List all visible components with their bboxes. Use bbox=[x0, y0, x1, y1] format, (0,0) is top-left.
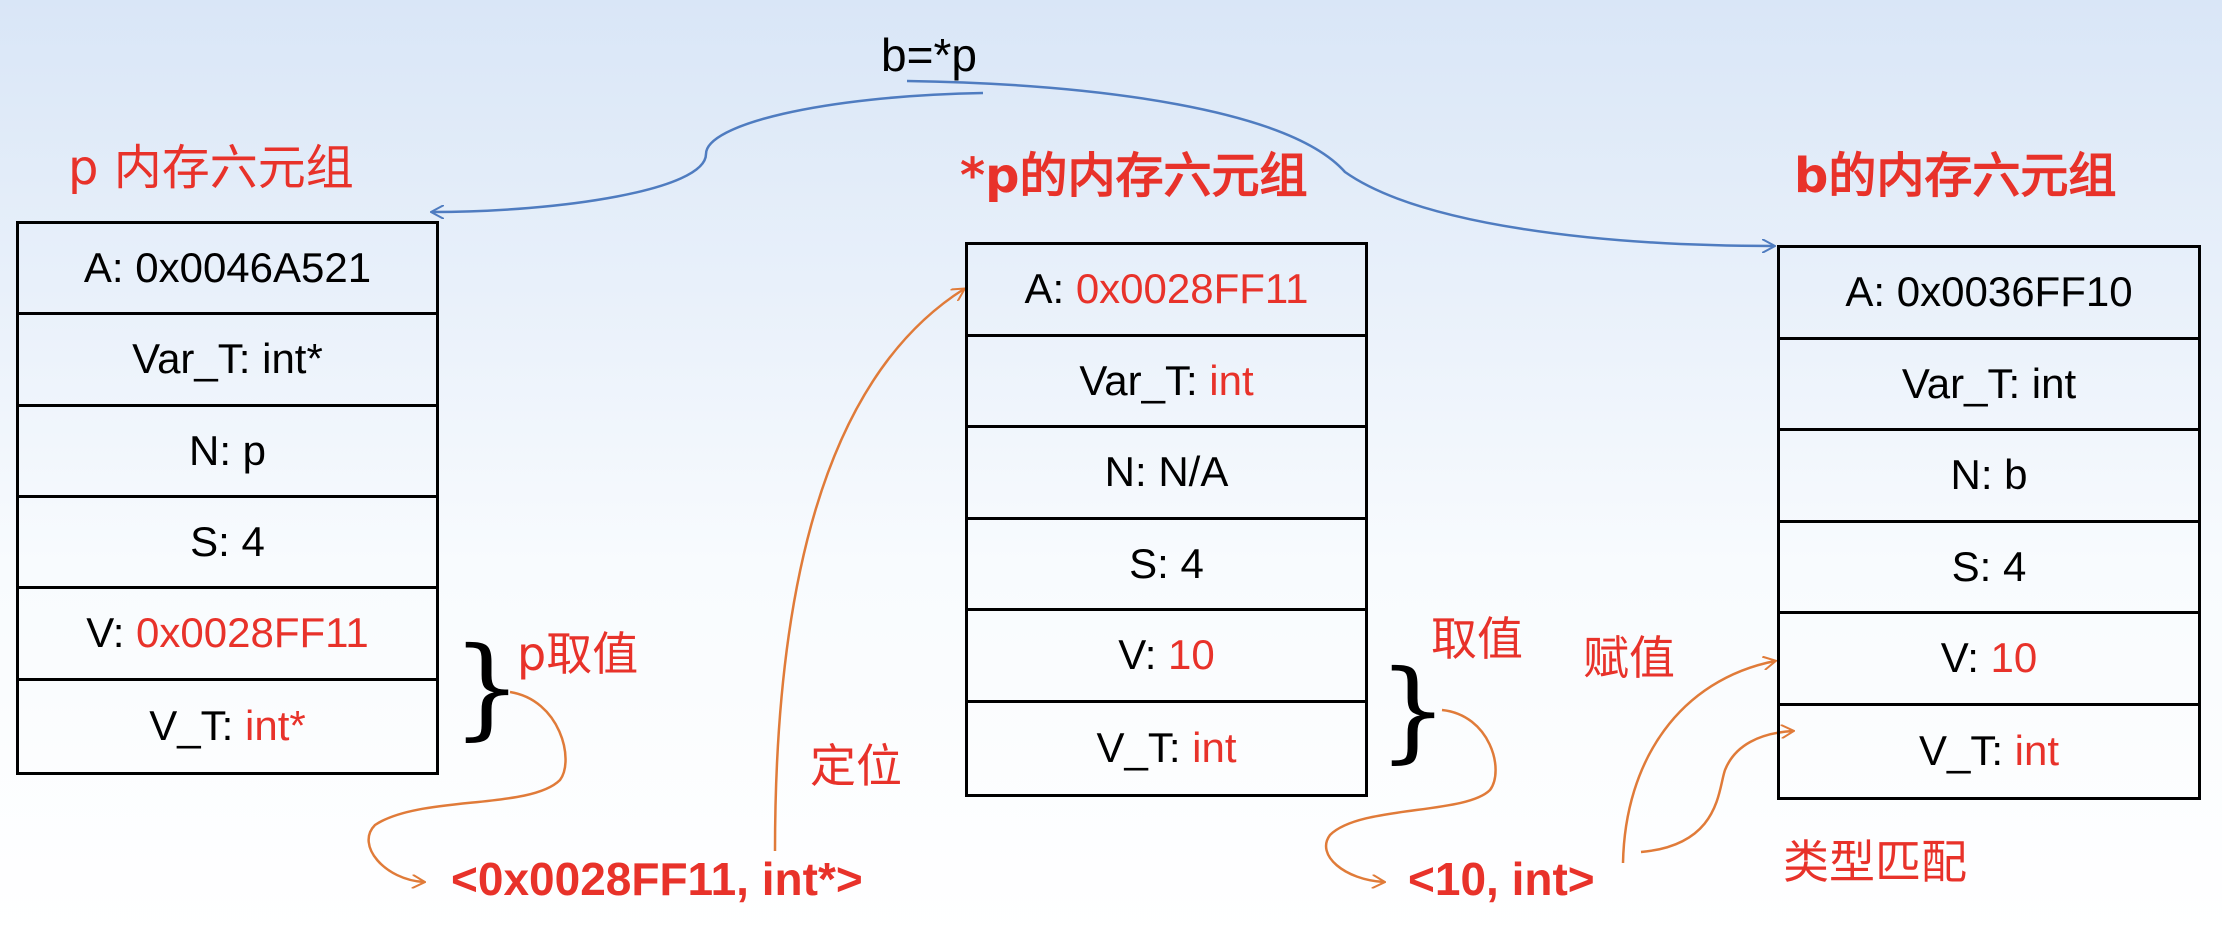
blue-arrow-to-p bbox=[432, 91, 984, 212]
row-value: 0x0046A521 bbox=[135, 244, 372, 292]
tuple-row: A: 0x0036FF10 bbox=[1780, 248, 2198, 340]
tuple-row: V_T: int bbox=[968, 703, 1365, 795]
row-value: int bbox=[2014, 727, 2060, 775]
annotation-p-deref: p取值 bbox=[517, 627, 639, 681]
row-label: V: bbox=[1940, 634, 1991, 682]
row-label: Var_T: bbox=[1079, 356, 1210, 404]
row-label: S: bbox=[1951, 542, 2003, 590]
annotation-assign: 赋值 bbox=[1583, 631, 1675, 685]
row-value: 0x0028FF11 bbox=[136, 609, 369, 657]
tuple-row: S: 4 bbox=[968, 520, 1365, 611]
row-label: S: bbox=[190, 518, 242, 566]
tuple-row: V: 10 bbox=[1780, 614, 2198, 706]
row-label: A: bbox=[83, 244, 136, 292]
annotation-type-match: 类型匹配 bbox=[1783, 835, 1967, 889]
tuple-row: S: 4 bbox=[1780, 523, 2198, 614]
orange-arrow-locate bbox=[773, 289, 964, 852]
orange-arrow-assign bbox=[1621, 661, 1775, 864]
tuple-row: A: 0x0046A521 bbox=[19, 224, 436, 316]
tuple-row: N: p bbox=[19, 407, 436, 498]
tuple-row: N: b bbox=[1780, 431, 2198, 523]
row-value: b bbox=[2004, 451, 2028, 499]
row-label: S: bbox=[1129, 539, 1181, 587]
tuple-row: V_T: int bbox=[1780, 706, 2198, 798]
orange-arrow-deref bbox=[1324, 708, 1497, 882]
row-label: A: bbox=[1024, 265, 1076, 313]
tuple-row: Var_T: int bbox=[968, 337, 1365, 428]
row-value: p bbox=[242, 426, 267, 474]
row-label: V_T: bbox=[1918, 727, 2015, 775]
orange-arrow-type-match bbox=[1640, 731, 1793, 854]
assignment-statement: b=*p bbox=[881, 29, 977, 81]
blue-arrow-to-b bbox=[906, 79, 1774, 246]
row-label: Var_T: bbox=[132, 335, 263, 383]
brace-p: } bbox=[452, 623, 522, 751]
tuple-row: Var_T: int* bbox=[19, 315, 436, 407]
annotation-locate: 定位 bbox=[810, 739, 902, 793]
row-value: int* bbox=[262, 335, 323, 383]
tuple-row: V: 0x0028FF11 bbox=[19, 589, 436, 681]
tuple-row: A: 0x0028FF11 bbox=[968, 245, 1365, 337]
tuple-row: S: 4 bbox=[19, 498, 436, 590]
row-value: 4 bbox=[1180, 539, 1204, 587]
tuple-row: N: N/A bbox=[968, 428, 1365, 520]
tuple-row: Var_T: int bbox=[1780, 340, 2198, 431]
row-label: Var_T: bbox=[1901, 359, 2032, 407]
tuple-row: V_T: int* bbox=[19, 681, 436, 772]
row-label: V: bbox=[86, 609, 137, 657]
annotation-deref: 取值 bbox=[1431, 612, 1523, 666]
row-label: V_T: bbox=[149, 702, 245, 750]
tuple-row: V: 10 bbox=[968, 611, 1365, 703]
pair-p-value: <0x0028FF11, int*> bbox=[451, 853, 863, 905]
row-value: 10 bbox=[1168, 631, 1215, 679]
row-value: 10 bbox=[1990, 634, 2038, 682]
row-value: 0x0036FF10 bbox=[1896, 268, 2133, 316]
row-value: 4 bbox=[241, 518, 265, 566]
row-label: N: bbox=[1950, 451, 2005, 499]
row-value: int bbox=[1209, 356, 1254, 404]
row-label: N: bbox=[188, 426, 243, 474]
title-b-tuple: b的内存六元组 bbox=[1794, 148, 2117, 204]
row-label: A: bbox=[1845, 268, 1897, 316]
orange-arrow-p-deref bbox=[367, 690, 567, 882]
title-star-p-tuple: *p的内存六元组 bbox=[960, 148, 1308, 204]
row-value: N/A bbox=[1158, 448, 1229, 496]
title-p-tuple: p 内存六元组 bbox=[68, 140, 354, 196]
brace-star-p: } bbox=[1378, 646, 1448, 774]
row-value: 4 bbox=[2003, 542, 2027, 590]
row-label: N: bbox=[1104, 448, 1159, 496]
pair-star-p-value: <10, int> bbox=[1408, 853, 1595, 905]
row-value: int bbox=[1192, 724, 1237, 772]
row-value: int* bbox=[245, 702, 306, 750]
row-label: V: bbox=[1118, 631, 1169, 679]
row-label: V_T: bbox=[1096, 724, 1193, 772]
row-value: 0x0028FF11 bbox=[1075, 265, 1309, 313]
row-value: int bbox=[2031, 359, 2077, 407]
